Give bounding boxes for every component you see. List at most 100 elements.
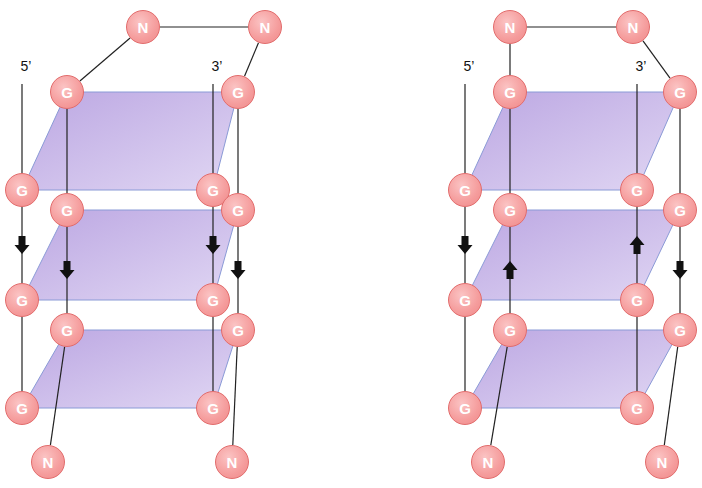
base-letter: G: [61, 323, 73, 338]
nucleotide-circle: G: [221, 193, 255, 227]
strand-end-label: 3’: [212, 59, 223, 73]
nucleotide-circle: G: [5, 173, 39, 207]
direction-arrow: [231, 261, 246, 279]
strand-segment: [238, 109, 239, 193]
nucleotide-circle: G: [5, 283, 39, 317]
base-letter: G: [459, 401, 471, 416]
nucleotide-circle: N: [616, 10, 650, 44]
base-letter: G: [207, 183, 219, 198]
base-letter: G: [631, 401, 643, 416]
strand-line: [80, 38, 130, 81]
nucleotide-circle: G: [663, 193, 697, 227]
strand-segment: [50, 347, 64, 445]
strand-segment: [664, 347, 677, 445]
base-letter: G: [674, 203, 686, 218]
base-letter: G: [459, 293, 471, 308]
strand-segment: [60, 227, 75, 313]
base-letter: G: [232, 203, 244, 218]
base-letter: G: [504, 85, 516, 100]
base-letter: N: [260, 20, 271, 35]
base-letter: G: [232, 85, 244, 100]
strand-end: [212, 84, 213, 173]
base-letter: G: [61, 85, 73, 100]
nucleotide-circle: G: [196, 391, 230, 425]
nucleotide-circle: N: [215, 445, 249, 479]
nucleotide-circle: N: [471, 445, 505, 479]
strand-line: [636, 317, 637, 391]
strand-segment: [527, 27, 616, 28]
direction-arrow: [458, 236, 473, 254]
base-letter: N: [657, 455, 668, 470]
nucleotide-circle: G: [448, 283, 482, 317]
base-letter: G: [504, 323, 516, 338]
g-tetrad-plane: [465, 92, 680, 190]
strand-segment: [630, 207, 645, 283]
nucleotide-circle: G: [221, 75, 255, 109]
strand-segment: [510, 44, 511, 75]
direction-arrow: [503, 261, 518, 279]
strand-segment: [465, 317, 466, 391]
strand-segment: [15, 207, 30, 283]
nucleotide-circle: G: [493, 313, 527, 347]
base-letter: N: [138, 20, 149, 35]
strand-line: [160, 26, 248, 27]
strand-segment: [637, 317, 638, 391]
direction-arrow: [15, 236, 30, 254]
strand-segment: [680, 109, 681, 193]
nucleotide-circle: G: [493, 75, 527, 109]
base-letter: G: [16, 293, 28, 308]
strand-end: [636, 84, 637, 173]
base-letter: G: [674, 323, 686, 338]
strand-line: [21, 317, 22, 391]
nucleotide-circle: G: [448, 173, 482, 207]
nucleotide-circle: G: [448, 391, 482, 425]
nucleotide-circle: N: [126, 10, 160, 44]
nucleotide-circle: G: [50, 313, 84, 347]
nucleotide-circle: G: [663, 313, 697, 347]
base-letter: G: [631, 293, 643, 308]
nucleotide-circle: G: [196, 283, 230, 317]
strand-segment: [206, 207, 221, 283]
base-letter: G: [207, 401, 219, 416]
nucleotide-circle: G: [50, 193, 84, 227]
base-letter: G: [16, 401, 28, 416]
strand-line: [643, 41, 670, 78]
strand-line: [679, 109, 680, 193]
strand-segment: [231, 227, 246, 313]
base-letter: N: [628, 20, 639, 35]
base-letter: N: [505, 20, 516, 35]
base-letter: N: [227, 455, 238, 470]
strand-segment: [510, 109, 511, 193]
strand-line: [212, 317, 213, 391]
nucleotide-circle: G: [663, 75, 697, 109]
strand-segment: [80, 38, 130, 81]
strand-end-label: 5’: [21, 59, 32, 73]
strand-line: [664, 347, 677, 445]
strand-segment: [160, 27, 248, 28]
nucleotide-circle: N: [248, 10, 282, 44]
strand-segment: [643, 41, 670, 78]
strand-segment: [503, 227, 518, 313]
strand-end: [464, 84, 465, 173]
nucleotide-circle: N: [645, 445, 679, 479]
strand-segment: [245, 43, 259, 77]
base-letter: G: [674, 85, 686, 100]
nucleotide-circle: G: [50, 75, 84, 109]
nucleotide-circle: G: [620, 283, 654, 317]
nucleotide-circle: N: [31, 445, 65, 479]
strand-end-label: 3’: [636, 59, 647, 73]
strand-line: [527, 26, 616, 27]
nucleotide-circle: G: [620, 173, 654, 207]
base-letter: G: [232, 323, 244, 338]
strand-segment: [458, 207, 473, 283]
base-letter: N: [483, 455, 494, 470]
strand-segment: [22, 317, 23, 391]
direction-arrow: [206, 236, 221, 254]
direction-arrow: [630, 236, 645, 254]
base-letter: N: [43, 455, 54, 470]
strand-line: [491, 347, 507, 445]
strand-segment: [491, 347, 507, 445]
